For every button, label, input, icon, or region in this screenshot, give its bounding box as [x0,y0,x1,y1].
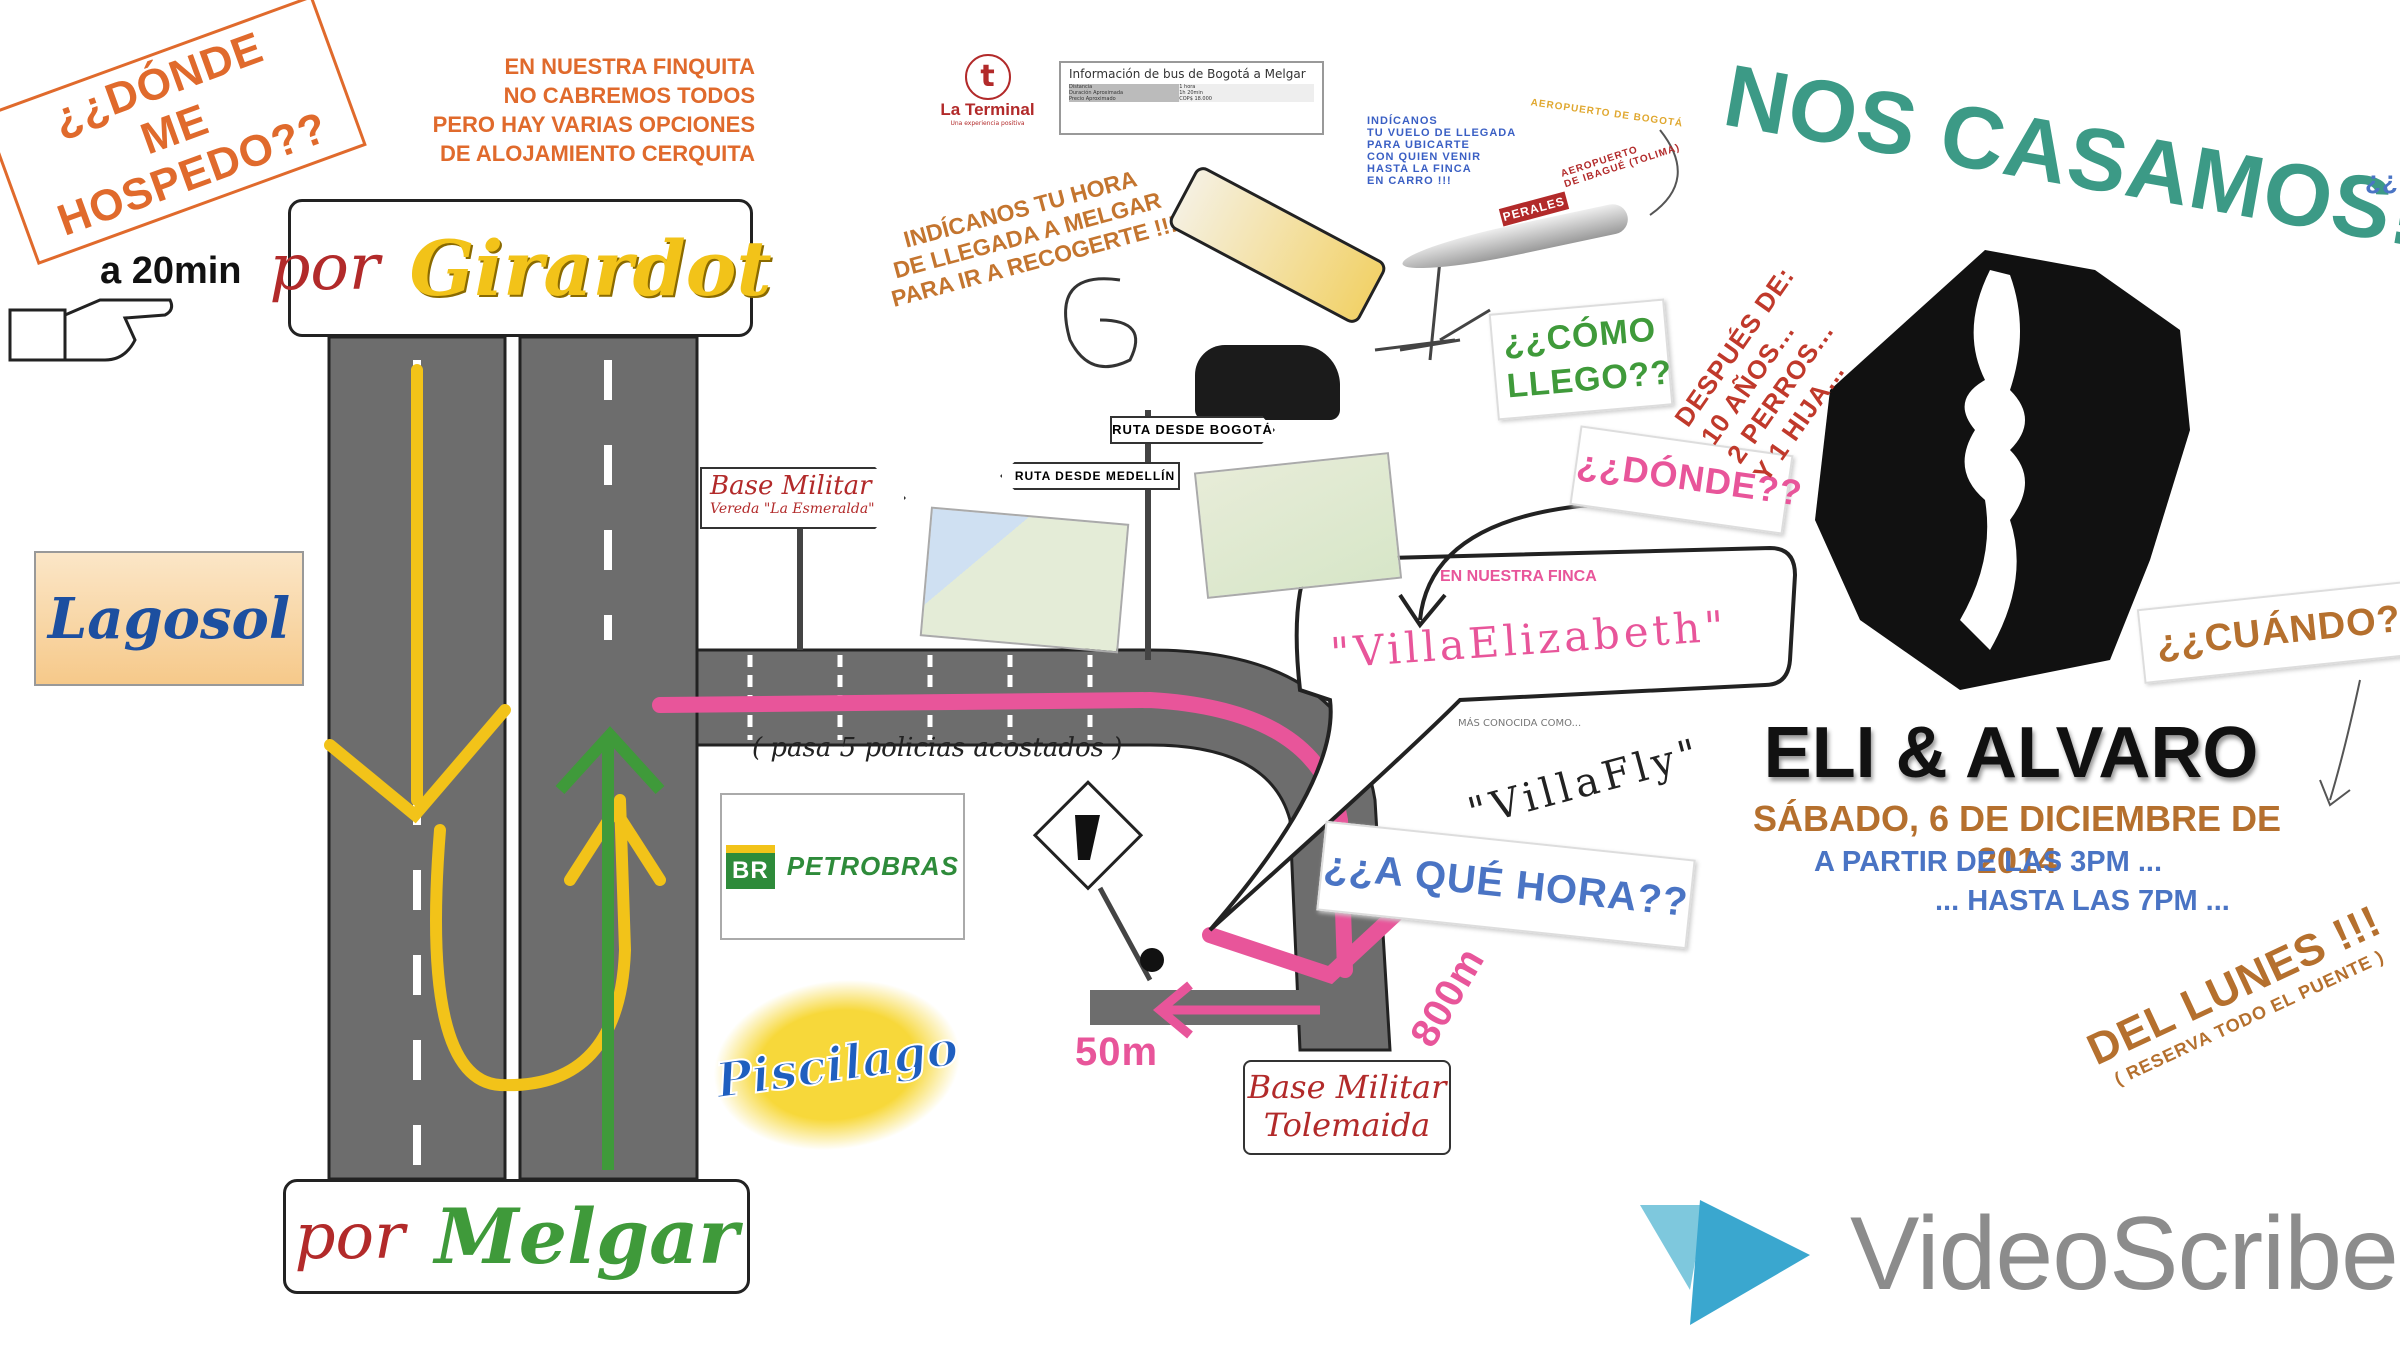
terminal-tagline: Una experiencia positiva [950,120,1025,127]
venue-aka: MÁS CONOCIDA COMO... [1458,718,1582,729]
arrow-green [555,726,665,1170]
lagosol-logo: Lagosol [34,551,304,686]
route-arrow-50m [1152,981,1320,1039]
tolemaida-line: Base Militar [1247,1068,1447,1106]
melgar-label: Melgar [434,1192,739,1281]
distance-label: a 20min [100,250,242,292]
girardot-label: Girardot [409,223,772,313]
couple-names: ELI & ALVARO [1763,713,2259,793]
lodging-note-line: DE ALOJAMIENTO CERQUITA [440,141,755,166]
bus-info-title: Información de bus de Bogotá a Melgar [1069,67,1306,81]
map-thumbnail-medellin [919,506,1130,654]
flight-line: INDÍCANOS [1367,115,1438,127]
girardot-sign: por Girardot [269,199,772,337]
lodging-note: EN NUESTRA FINQUITA NO CABREMOS TODOS PE… [420,52,755,168]
por-label: por [294,1199,405,1274]
lagosol-label: Lagosol [47,585,291,652]
bus-info-key: Precio Aproximado [1069,96,1180,102]
flight-note: INDÍCANOS TU VUELO DE LLEGADA PARA UBICA… [1367,115,1516,187]
bus-info-value: COP$ 18.000 [1179,96,1314,102]
how-to-arrive-question: ¿¿CÓMO LLEGO?? [1488,298,1674,421]
bus-info-key: Distancia [1069,84,1180,90]
lodging-note-line: PERO HAY VARIAS OPCIONES [432,112,755,137]
time-to: ... HASTA LAS 7PM ... [1935,885,2230,917]
por-label: por [269,231,380,305]
pointing-hand-icon [8,298,174,362]
lodging-note-line: NO CABREMOS TODOS [503,83,755,108]
base-militar-sign: Base Militar Vereda "La Esmeralda" [700,467,906,529]
venue-intro: EN NUESTRA FINCA [1440,568,1597,585]
uturn-arrow-yellow [324,364,666,1092]
flight-line: CON QUIEN VENIR [1367,151,1482,163]
videoscribe-logo-icon [1640,1200,1810,1325]
car-image [1195,345,1340,420]
lodging-note-line: EN NUESTRA FINQUITA [504,54,755,79]
bus-info-value: 1h 20min [1179,90,1314,96]
bus-info-key: Duración Aproximada [1069,90,1180,96]
flight-line: HASTA LA FINCA [1367,163,1472,175]
base-tolemaida-sign: Base Militar Tolemaida [1243,1060,1451,1155]
terminal-icon: t [964,54,1011,100]
melgar-sign: por Melgar [283,1179,750,1294]
terminal-name: La Terminal [940,100,1035,119]
base-sign-title: Base Militar [710,471,872,501]
petrobras-logo: BR PETROBRAS [720,793,965,940]
base-sign-subtitle: Vereda "La Esmeralda" [710,501,875,517]
flight-line: EN CARRO !!! [1367,175,1452,187]
distance-50m: 50m [1075,1030,1159,1074]
flight-line: PARA UBICARTE [1367,139,1470,151]
edge-marks: ¿¿ [2365,165,2399,195]
videoscribe-watermark: VideoScribe [1850,1196,2399,1312]
piscilago-logo: Piscilago [701,963,973,1167]
piscilago-label: Piscilago [711,1019,962,1110]
speech-bubble [1208,545,1798,932]
petrobras-badge: BR [726,844,775,889]
route-medellin-sign: RUTA DESDE MEDELLÍN [1000,462,1180,490]
map-thumbnail-bogota [1193,452,1403,599]
flight-line: TU VUELO DE LLEGADA [1367,127,1517,139]
bus-info-value: 1 hora [1179,84,1314,90]
tolemaida-line: Tolemaida [1263,1106,1431,1144]
time-from: A PARTIR DE LAS 3PM ... [1814,846,2163,878]
speed-bumps-note: ( pasa 5 policias acostados ) [752,733,1123,763]
bus-info-card: Información de bus de Bogotá a Melgar Di… [1059,61,1324,135]
wedding-date: SÁBADO, 6 DE DICIEMBRE DE 2014 [1752,798,2282,881]
route-bogota-sign: RUTA DESDE BOGOTÁ [1110,416,1275,444]
la-terminal-logo: t La Terminal Una experiencia positiva [930,54,1045,127]
petrobras-label: PETROBRAS [786,851,959,881]
